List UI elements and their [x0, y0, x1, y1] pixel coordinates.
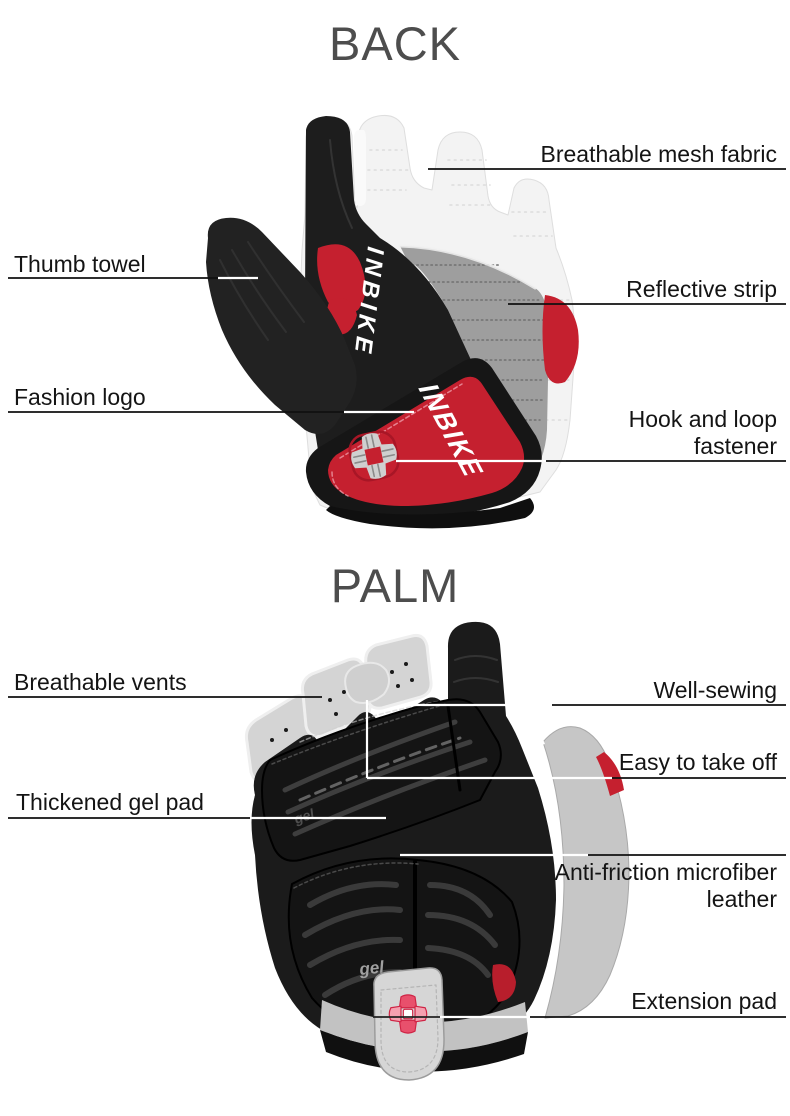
label-extension-pad: Extension pad — [631, 988, 777, 1014]
label-thickened-gel-pad: Thickened gel pad — [16, 789, 204, 815]
back-glove-illustration: INBIKE — [206, 114, 579, 529]
label-reflective-strip: Reflective strip — [626, 276, 777, 302]
leader-lines-palm — [8, 696, 786, 1019]
label-breathable-vents: Breathable vents — [14, 669, 187, 695]
palm-glove-illustration: gel gel — [244, 621, 630, 1081]
label-hook-and-loop-fastener: Hook and loop fastener — [628, 406, 777, 459]
title-palm: PALM — [330, 559, 460, 612]
gel-print-text: gel — [291, 805, 317, 827]
label-anti-friction-microfiber-leather: Anti-friction microfiber leather — [554, 859, 777, 912]
label-thumb-towel: Thumb towel — [14, 251, 146, 277]
inbike-emblem-back — [348, 430, 400, 482]
label-easy-to-take-off: Easy to take off — [618, 749, 777, 775]
label-fashion-logo: Fashion logo — [14, 384, 146, 410]
leader-lines-back — [8, 168, 786, 463]
label-breathable-mesh-fabric: Breathable mesh fabric — [540, 141, 777, 167]
label-well-sewing: Well-sewing — [653, 677, 777, 703]
gel-print-text: gel — [357, 957, 386, 979]
title-back: BACK — [329, 17, 461, 70]
